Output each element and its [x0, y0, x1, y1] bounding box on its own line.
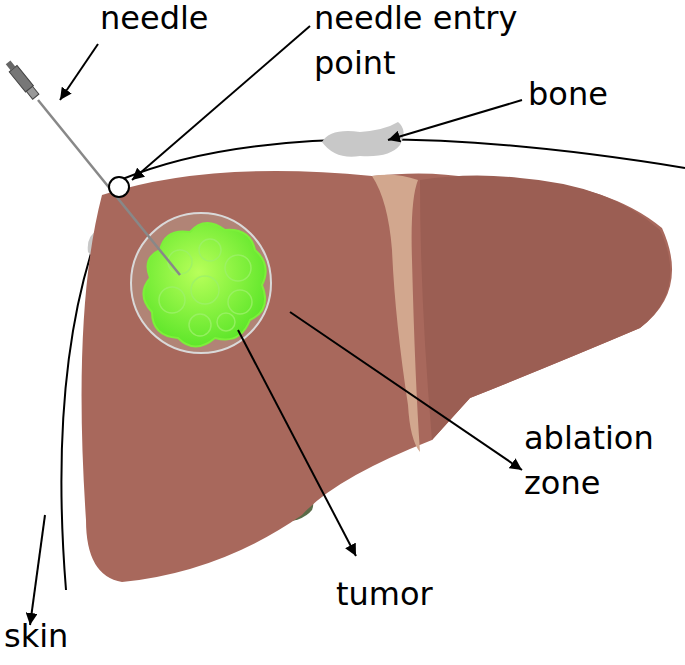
skin-label: skin	[4, 614, 124, 659]
skin-line	[61, 139, 685, 590]
bone-label: bone	[528, 72, 678, 117]
tumor	[143, 223, 265, 347]
ablation-zone-label: ablation zone	[524, 416, 682, 506]
needle-shaft	[38, 100, 180, 275]
ablation-zone	[131, 213, 271, 353]
ligament	[372, 175, 420, 452]
needle-hub	[4, 59, 39, 99]
liver	[82, 171, 673, 582]
needle-label: needle	[100, 0, 300, 41]
entry-point	[109, 177, 129, 197]
tumor-label: tumor	[336, 572, 536, 617]
entry-point-label: needle entry point	[314, 0, 594, 86]
liver-left-lobe	[420, 175, 670, 440]
